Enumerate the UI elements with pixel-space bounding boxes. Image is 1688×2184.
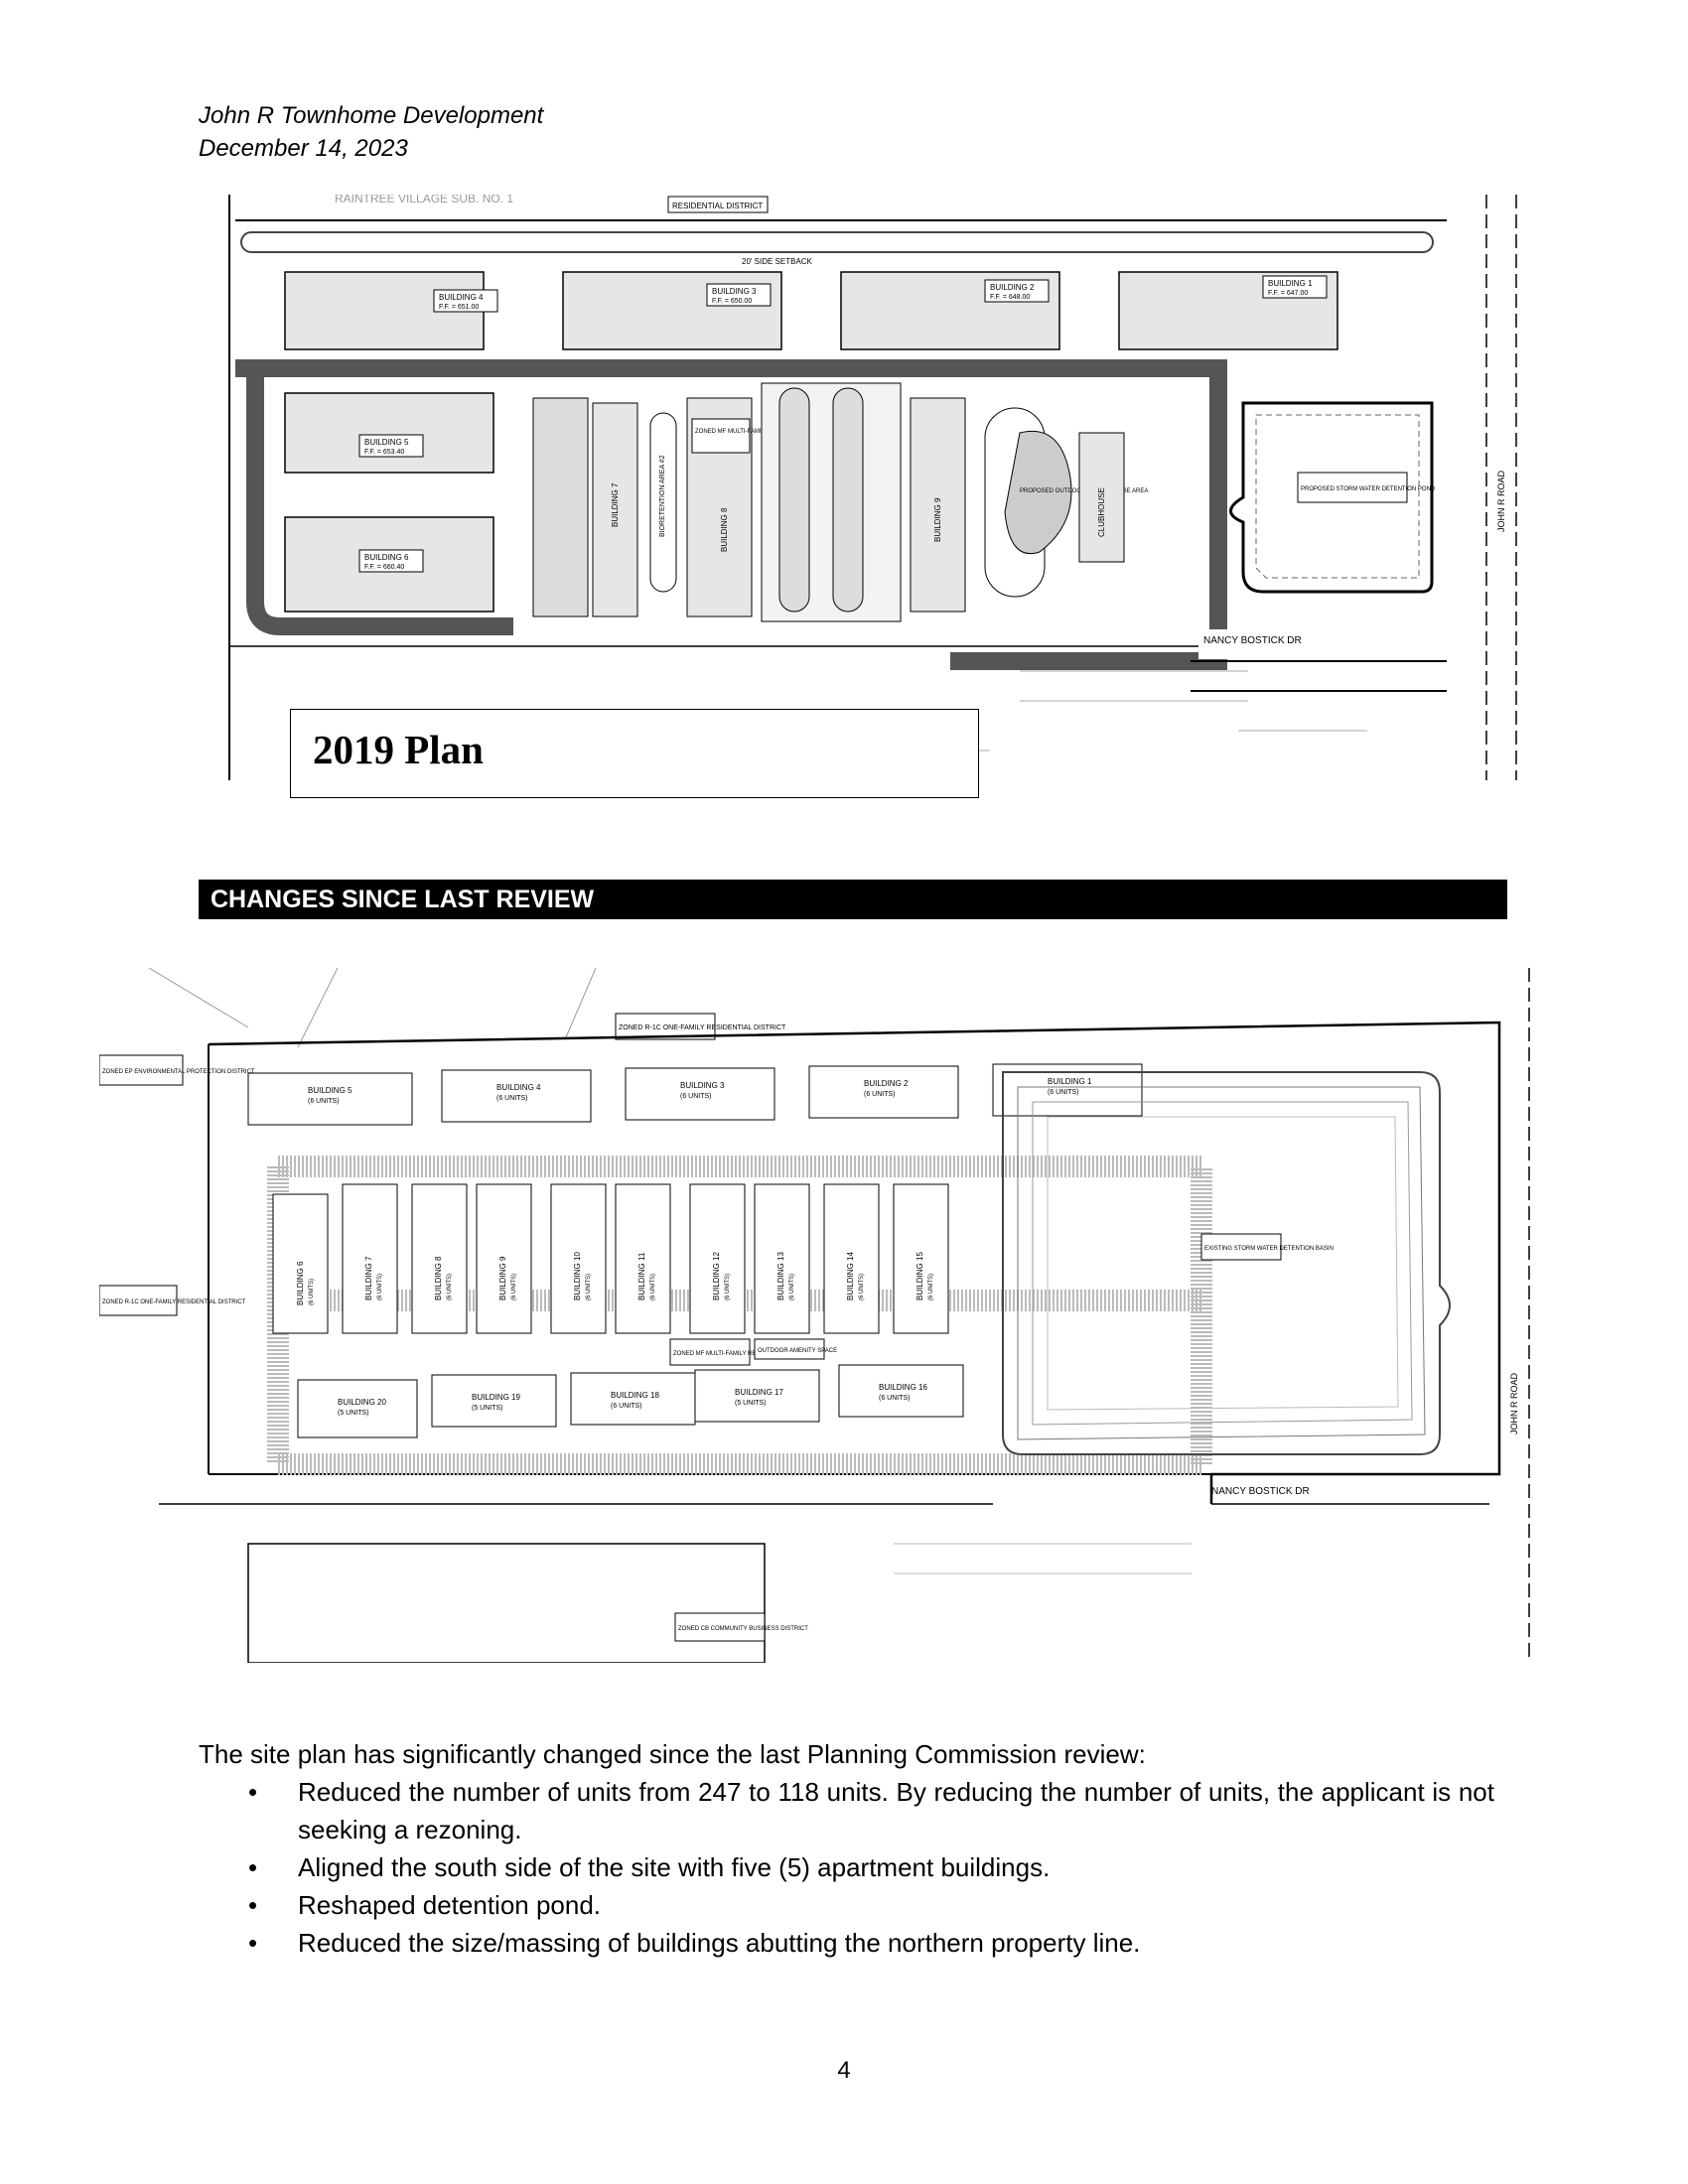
plan-2019-pond: PROPOSED STORM WATER DETENTION POND (1301, 486, 1436, 492)
plan-2023-bldg-12-units: (6 UNITS) (725, 1274, 731, 1300)
site-plan-2019: RAINTREE VILLAGE SUB. NO. 1 RESIDENTIAL … (196, 195, 1538, 780)
plan-2023-bldg-13-units: (6 UNITS) (789, 1274, 795, 1300)
body-intro: The site plan has significantly changed … (199, 1739, 1146, 1769)
changes-list: Reduced the number of units from 247 to … (199, 1773, 1494, 1962)
plan-2023-bldg-1-units: (6 UNITS) (1048, 1089, 1079, 1096)
plan-2023-bldg-19-units: (5 UNITS) (472, 1405, 503, 1412)
plan-2023-bldg-3-units: (6 UNITS) (680, 1093, 712, 1100)
plan-2023-bldg-18-units: (6 UNITS) (611, 1403, 642, 1410)
plan-2019-building-4-ff: F.F. = 651.00 (439, 304, 479, 311)
plan-2023-bldg-3-name: BUILDING 3 (680, 1081, 725, 1090)
plan-2023-bldg-16-name: BUILDING 16 (879, 1383, 927, 1392)
plan-2023-bldg-6-name: BUILDING 6 (296, 1261, 305, 1305)
plan-2019-label-box: 2019 Plan (290, 709, 979, 798)
plan-2019-label: 2019 Plan (313, 727, 484, 772)
plan-2023-bldg-8-units: (6 UNITS) (447, 1274, 453, 1300)
plan-2019-street: NANCY BOSTICK DR (1203, 635, 1302, 646)
plan-2023-zoned-bottom: ZONED CB COMMUNITY BUSINESS DISTRICT (678, 1626, 808, 1632)
plan-2023-bldg-4-units: (6 UNITS) (496, 1095, 528, 1102)
plan-2019-top-buildings: BUILDING 4 F.F. = 651.00 BUILDING 3 F.F.… (284, 271, 1338, 350)
plan-2023-bldg-2-units: (6 UNITS) (864, 1091, 896, 1098)
plan-2019-clubhouse: CLUBHOUSE (1097, 487, 1106, 537)
list-item: Reshaped detention pond. (199, 1886, 1494, 1924)
plan-2023-bldg-19-name: BUILDING 19 (472, 1393, 520, 1402)
document-date: December 14, 2023 (199, 135, 408, 162)
plan-2023-bldg-10-name: BUILDING 10 (573, 1252, 582, 1300)
page-number: 4 (837, 2057, 851, 2084)
plan-2023-bottom-buildings: BUILDING 20 (5 UNITS) BUILDING 19 (5 UNI… (297, 1364, 964, 1438)
plan-2023-zoned-center: ZONED MF MULTI-FAMILY RESIDENTIAL DISTRI… (673, 1351, 816, 1357)
plan-2023-top-buildings: BUILDING 5 (6 UNITS) BUILDING 4 (6 UNITS… (247, 1063, 1143, 1126)
plan-2023-bldg-5-units: (6 UNITS) (308, 1098, 340, 1105)
plan-2023-bldg-5-name: BUILDING 5 (308, 1086, 352, 1095)
plan-2019-building-1-ff: F.F. = 647.00 (1268, 290, 1308, 297)
list-item: Aligned the south side of the site with … (199, 1848, 1494, 1886)
plan-2019-building-3-name: BUILDING 3 (712, 287, 757, 296)
plan-2023-bldg-11-units: (6 UNITS) (650, 1274, 656, 1300)
plan-2023-bldg-1-name: BUILDING 1 (1048, 1077, 1092, 1086)
plan-2023-bldg-20-name: BUILDING 20 (338, 1398, 386, 1407)
plan-2023-zoned-left: ZONED R-1C ONE-FAMILY RESIDENTIAL DISTRI… (102, 1299, 246, 1305)
plan-2019-building-9: BUILDING 9 (933, 497, 942, 542)
plan-2019-top-street: RAINTREE VILLAGE SUB. NO. 1 (335, 195, 513, 205)
plan-2023-bldg-9-units: (6 UNITS) (511, 1274, 517, 1300)
plan-2019-bioretention: BIORETENTION AREA #2 (659, 455, 666, 537)
plan-2023-street: NANCY BOSTICK DR (1211, 1486, 1310, 1497)
plan-2023-bldg-12-name: BUILDING 12 (712, 1252, 721, 1300)
plan-2019-building-6-name: BUILDING 6 (364, 553, 409, 562)
plan-2023-bldg-14-units: (6 UNITS) (859, 1274, 865, 1300)
plan-2023-basin: EXISTING STORM WATER DETENTION BASIN (1002, 1071, 1451, 1455)
plan-2023-bldg-7-units: (6 UNITS) (377, 1274, 383, 1300)
plan-2023-zoned-top: ZONED R-1C ONE-FAMILY RESIDENTIAL DISTRI… (619, 1024, 786, 1031)
plan-2023-bldg-4-name: BUILDING 4 (496, 1083, 541, 1092)
plan-2023-bldg-9-name: BUILDING 9 (498, 1256, 507, 1300)
plan-2019-building-2-ff: F.F. = 648.00 (990, 294, 1030, 301)
plan-2023-bldg-20-units: (5 UNITS) (338, 1410, 369, 1417)
plan-2023-bldg-6-units: (6 UNITS) (309, 1279, 315, 1305)
plan-2019-building-3-ff: F.F. = 650.00 (712, 298, 752, 305)
plan-2019-building-7: BUILDING 7 (611, 482, 620, 527)
plan-2019-building-1-name: BUILDING 1 (1268, 279, 1313, 288)
plan-2023-bldg-11-name: BUILDING 11 (637, 1252, 646, 1300)
plan-2023-bldg-17-name: BUILDING 17 (735, 1388, 783, 1397)
plan-2019-building-5-ff: F.F. = 653.40 (364, 449, 404, 456)
plan-2023-basin-label: EXISTING STORM WATER DETENTION BASIN (1204, 1246, 1334, 1252)
plan-2023-bldg-15-name: BUILDING 15 (915, 1252, 924, 1300)
section-heading: CHANGES SINCE LAST REVIEW (199, 880, 1507, 919)
plan-2023-zoned-env: ZONED EP ENVIRONMENTAL PROTECTION DISTRI… (102, 1069, 255, 1075)
plan-2023-bldg-13-name: BUILDING 13 (776, 1252, 785, 1300)
plan-2023-bldg-17-units: (5 UNITS) (735, 1400, 767, 1407)
plan-2019-building-5-name: BUILDING 5 (364, 438, 409, 447)
plan-2023-bldg-7-name: BUILDING 7 (364, 1256, 373, 1300)
site-plan-2023: ZONED R-1C ONE-FAMILY RESIDENTIAL DISTRI… (99, 968, 1569, 1663)
plan-2023-middle-buildings: BUILDING 6 (6 UNITS) BUILDING 7 (6 UNITS… (272, 1183, 949, 1334)
document-header: John R Townhome Development December 14,… (199, 99, 543, 165)
plan-2023-bldg-16-units: (6 UNITS) (879, 1395, 911, 1402)
body-text: The site plan has significantly changed … (199, 1735, 1494, 1962)
plan-2023-bldg-15-units: (6 UNITS) (928, 1274, 934, 1300)
list-item: Reduced the number of units from 247 to … (199, 1773, 1494, 1848)
plan-2019-road: JOHN R ROAD (1496, 470, 1506, 532)
plan-2019-setback: 20' SIDE SETBACK (742, 257, 813, 266)
plan-2023-bldg-10-units: (6 UNITS) (586, 1274, 592, 1300)
plan-2019-building-8: BUILDING 8 (720, 507, 729, 552)
plan-2019-building-4-name: BUILDING 4 (439, 293, 484, 302)
plan-2023-bldg-2-name: BUILDING 2 (864, 1079, 909, 1088)
plan-2019-building-6-ff: F.F. = 660.40 (364, 564, 404, 571)
plan-2023-amenity: OUTDOOR AMENITY SPACE (758, 1348, 837, 1354)
plan-2019-building-2-name: BUILDING 2 (990, 283, 1035, 292)
plan-2023-bldg-18-name: BUILDING 18 (611, 1391, 659, 1400)
plan-2023-bldg-8-name: BUILDING 8 (434, 1256, 443, 1300)
plan-2019-district-label: RESIDENTIAL DISTRICT (672, 202, 763, 210)
plan-2023-road: JOHN R ROAD (1509, 1372, 1519, 1434)
document-title: John R Townhome Development (199, 102, 544, 129)
list-item: Reduced the size/massing of buildings ab… (199, 1924, 1494, 1962)
plan-2023-bldg-14-name: BUILDING 14 (846, 1252, 855, 1300)
